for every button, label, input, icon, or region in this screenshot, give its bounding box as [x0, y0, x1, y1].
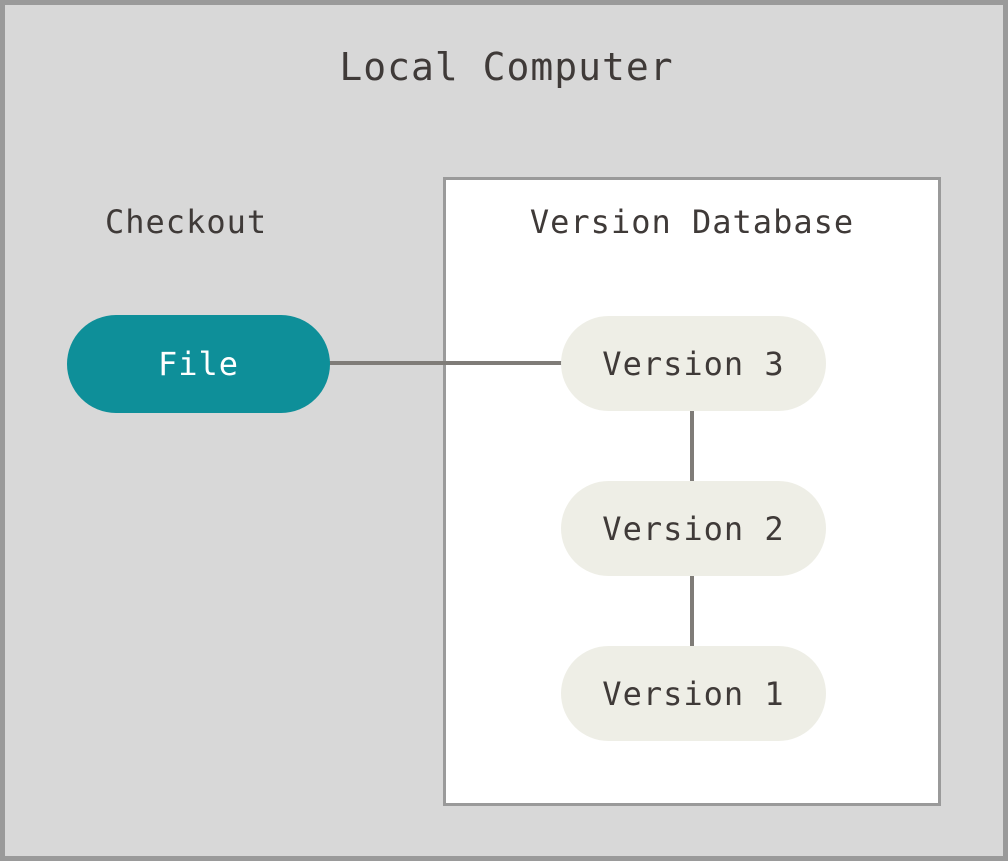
- node-version-2-label: Version 2: [602, 509, 785, 548]
- node-version-3-label: Version 3: [602, 344, 785, 383]
- node-version-2[interactable]: Version 2: [561, 481, 826, 576]
- version-database-label: Version Database: [529, 203, 855, 241]
- node-version-3[interactable]: Version 3: [561, 316, 826, 411]
- node-file[interactable]: File: [67, 315, 330, 413]
- edge-version-3-to-version-2: [690, 405, 694, 487]
- node-version-1-label: Version 1: [602, 674, 785, 713]
- edge-version-2-to-version-1: [690, 570, 694, 652]
- edge-file-to-version-3: [325, 361, 570, 365]
- node-file-label: File: [157, 345, 240, 383]
- page-title: Local Computer: [339, 45, 674, 89]
- node-version-1[interactable]: Version 1: [561, 646, 826, 741]
- checkout-group-label: Checkout: [105, 203, 268, 241]
